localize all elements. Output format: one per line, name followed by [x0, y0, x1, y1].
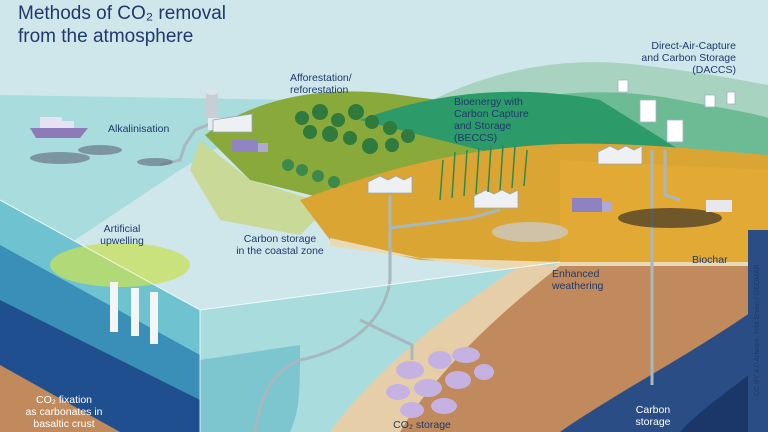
label-enhanced-weathering: Enhanced weathering — [552, 268, 603, 292]
label-alkalinisation: Alkalinisation — [108, 123, 169, 135]
page-title: Methods of CO₂ removal from the atmosphe… — [18, 2, 226, 48]
label-co2-storage: CO₂ storage — [378, 419, 466, 431]
label-beccs: Bioenergy with Carbon Capture and Storag… — [454, 96, 529, 144]
image-credit: CC BY 4.0 Artwork: Rita Erven / GEOMAR — [754, 264, 761, 396]
label-coastal-storage: Carbon storage in the coastal zone — [222, 233, 338, 257]
algae-bloom — [50, 243, 190, 287]
label-co2-fixation: CO₂ fixation as carbonates in basaltic c… — [12, 394, 116, 430]
label-daccs: Direct-Air-Capture and Carbon Storage (D… — [612, 40, 736, 76]
label-afforestation: Afforestation/ reforestation — [290, 72, 352, 96]
label-carbon-storage: Carbon storage — [622, 404, 684, 428]
label-biochar: Biochar — [692, 254, 728, 266]
label-artificial-upwelling: Artificial upwelling — [85, 223, 159, 247]
seafloor-water — [200, 345, 300, 432]
